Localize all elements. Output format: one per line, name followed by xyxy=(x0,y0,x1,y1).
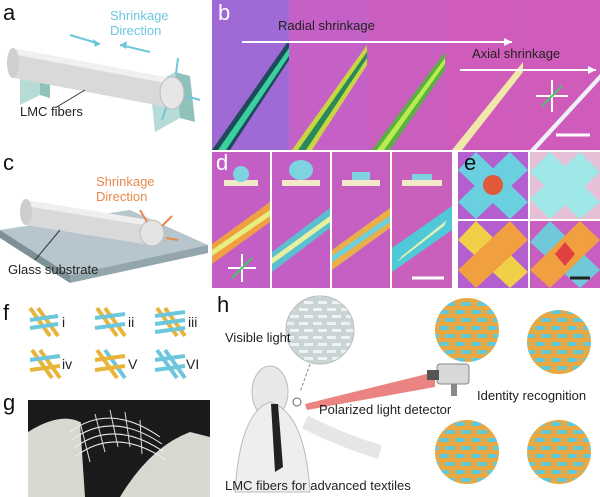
panel-label-e: e xyxy=(464,152,477,175)
fiber-pattern-icons xyxy=(28,306,187,380)
pattern-label-vi: VI xyxy=(186,356,200,372)
panel-g: g xyxy=(0,392,210,497)
panel-label-c: c xyxy=(3,150,14,175)
polarized-light-detector-label: Polarized light detector xyxy=(319,402,452,417)
shrinkage-direction-label-c: Shrinkage Direction xyxy=(96,174,155,204)
pattern-label-ii: ii xyxy=(128,314,135,330)
panel-label-a: a xyxy=(3,0,16,25)
panel-e: e xyxy=(458,152,600,288)
crossed-fiber-micrographs xyxy=(458,152,600,288)
panel-f: f xyxy=(0,300,210,390)
panel-h: h Vis xyxy=(215,292,600,497)
panel-a: a Shrinkage Direction LMC fibers xyxy=(0,0,208,150)
radial-shrinkage-label: Radial shrinkage xyxy=(278,18,375,33)
lmc-fibers-label: LMC fibers xyxy=(20,104,83,119)
substrate-shrinkage-micrographs xyxy=(212,152,452,288)
panel-b: b Radial shrinkage Axial shrinkage xyxy=(212,0,600,150)
visible-light-label: Visible light xyxy=(225,330,291,345)
pattern-label-iii: iii xyxy=(188,314,198,330)
panel-label-g: g xyxy=(3,392,16,415)
panel-label-h: h xyxy=(217,292,230,317)
radial-axial-shrinkage-micrographs xyxy=(212,0,600,150)
pattern-label-v: V xyxy=(128,356,138,372)
fiber-on-supports-illustration xyxy=(7,34,201,132)
fiber-on-glass-illustration xyxy=(0,199,208,283)
pattern-label-i: i xyxy=(62,314,66,330)
fiber-mesh-photo xyxy=(28,400,210,497)
panel-label-d: d xyxy=(216,152,229,175)
shrinkage-direction-label-a: Shrinkage Direction xyxy=(110,8,169,38)
panel-d: d xyxy=(212,152,452,288)
panel-c: c Shrinkage Direction Glass substrate xyxy=(0,150,208,300)
textile-recognition-illustration xyxy=(234,295,591,493)
axial-shrinkage-label: Axial shrinkage xyxy=(472,46,561,61)
pattern-label-iv: iv xyxy=(62,356,73,372)
identity-recognition-label: Identity recognition xyxy=(477,388,587,403)
panel-label-b: b xyxy=(218,0,231,25)
glass-substrate-label: Glass substrate xyxy=(8,262,99,277)
panel-label-f: f xyxy=(3,300,10,325)
textiles-caption-label: LMC fibers for advanced textiles xyxy=(225,478,411,493)
